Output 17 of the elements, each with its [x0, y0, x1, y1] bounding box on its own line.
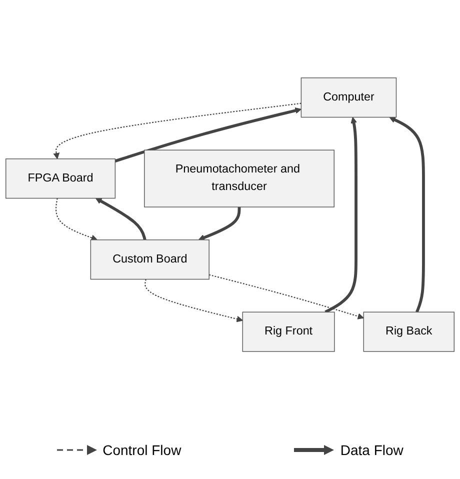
arrow — [95, 198, 146, 241]
node-box: Computer — [300, 78, 397, 118]
legend-text: Data Flow — [340, 442, 404, 458]
arrow — [389, 117, 425, 313]
node-box: FPGA Board — [5, 158, 116, 199]
arrow — [198, 207, 241, 241]
arrow — [114, 108, 302, 163]
arrow — [55, 198, 98, 242]
arrow — [53, 103, 302, 160]
arrow — [324, 117, 358, 314]
arrow — [144, 279, 243, 322]
legend-text: Control Flow — [102, 442, 182, 458]
arrow — [208, 274, 364, 320]
node-box: Custom Board — [90, 240, 210, 280]
node-box: Pneumotachometer and transducer — [144, 150, 334, 208]
node-box: Rig Front — [242, 312, 335, 352]
node-box: Rig Back — [363, 312, 455, 352]
